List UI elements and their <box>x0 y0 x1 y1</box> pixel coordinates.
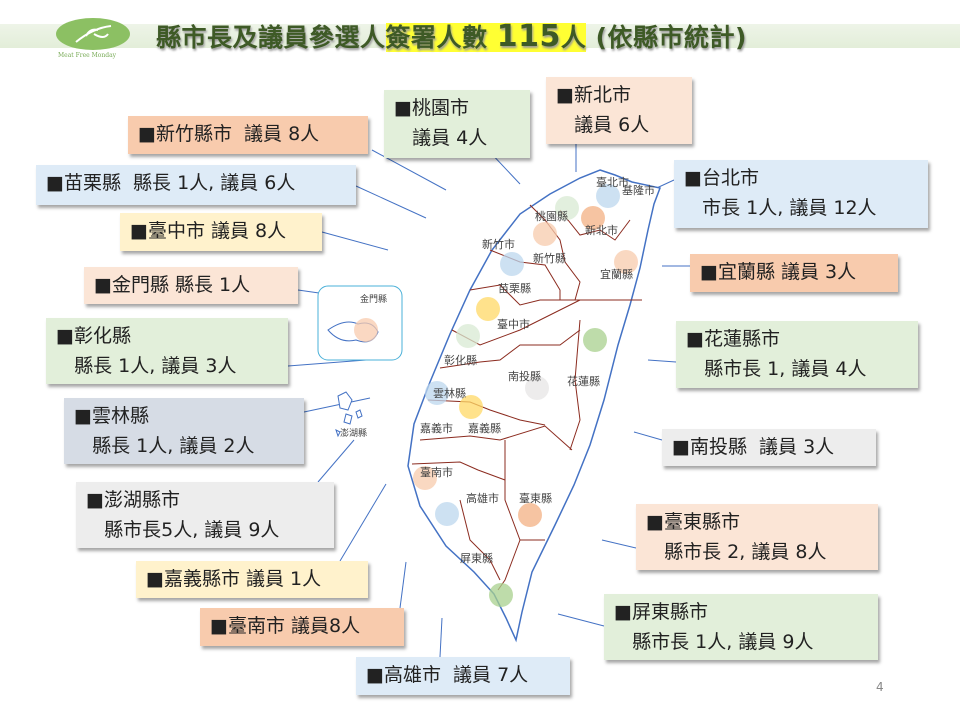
box-hualien: ■花蓮縣市 縣市長 1, 議員 4人 <box>676 321 918 388</box>
logo-text: Meat Free Monday <box>58 52 117 59</box>
title-number: 115 <box>496 19 561 54</box>
box-chiayi: ■嘉義縣市 議員 1人 <box>136 561 368 598</box>
map-label: 臺東縣 <box>519 491 552 505</box>
box-penghu: ■澎湖縣市 縣市長5人, 議員 9人 <box>76 482 334 548</box>
map-label: 苗栗縣 <box>498 282 531 295</box>
box-taichung: ■臺中市 議員 8人 <box>120 213 322 251</box>
box-taoyuan: ■桃園市 議員 4人 <box>384 90 530 158</box>
box-taitung: ■臺東縣市 縣市長 2, 議員 8人 <box>636 504 878 570</box>
map-label: 桃園縣 <box>535 209 568 223</box>
map-label: 屏東縣 <box>460 552 493 565</box>
map-label: 嘉義市 <box>420 421 453 435</box>
title-highlight: 簽署人數 115人 <box>385 19 587 54</box>
box-yunlin: ■雲林縣 縣長 1人, 議員 2人 <box>64 398 304 464</box>
box-kaohsiung: ■高雄市 議員 7人 <box>356 657 570 695</box>
box-pingtung: ■屏東縣市 縣市長 1人, 議員 9人 <box>604 594 878 660</box>
map-label: 彰化縣 <box>444 353 477 367</box>
map-label: 花蓮縣 <box>567 374 600 388</box>
map-label: 基隆市 <box>622 183 655 197</box>
map-label: 臺北市 <box>596 175 629 189</box>
map-label: 臺南市 <box>420 465 453 479</box>
box-changhua: ■彰化縣 縣長 1人, 議員 3人 <box>46 318 288 384</box>
taiwan-outline <box>407 169 662 643</box>
box-nantou: ■南投縣 議員 3人 <box>662 429 876 466</box>
page-title: 縣市長及議員參選人簽署人數 115人 (依縣市統計) <box>156 18 747 54</box>
title-highlight-text: 簽署人數 <box>385 23 497 52</box>
map-label: 新竹縣 <box>533 251 566 265</box>
county-markers <box>354 184 638 607</box>
box-taipei: ■台北市 市長 1人, 議員 12人 <box>674 160 928 228</box>
map-label: 高雄市 <box>466 491 499 505</box>
logo <box>56 18 130 50</box>
leaf-icon <box>75 25 112 43</box>
map-label: 新竹市 <box>482 237 515 251</box>
title-part1: 縣市長及議員參選人 <box>156 23 386 52</box>
penghu-islands <box>335 391 363 438</box>
map-label: 新北市 <box>585 223 618 237</box>
map-label: 澎湖縣 <box>340 427 367 439</box>
title-unit: 人 <box>560 23 587 52</box>
page-number: 4 <box>876 680 884 694</box>
box-miaoli: ■苗栗縣 縣長 1人, 議員 6人 <box>36 165 356 205</box>
map-label: 宜蘭縣 <box>600 267 633 281</box>
title-part2: (依縣市統計) <box>586 23 747 52</box>
map-label: 雲林縣 <box>433 386 466 400</box>
map-label: 金門縣 <box>360 293 387 305</box>
box-new-taipei: ■新北市 議員 6人 <box>546 77 692 144</box>
map-label: 南投縣 <box>508 369 541 383</box>
box-kinmen: ■金門縣 縣長 1人 <box>84 267 298 304</box>
box-yilan: ■宜蘭縣 議員 3人 <box>690 254 898 292</box>
box-hsinchu: ■新竹縣市 議員 8人 <box>128 116 368 154</box>
map-label: 嘉義縣 <box>468 421 501 435</box>
county-borders <box>411 204 642 591</box>
map-label: 臺中市 <box>497 317 530 331</box>
box-tainan: ■臺南市 議員8人 <box>200 608 404 646</box>
leader-lines <box>287 144 690 658</box>
